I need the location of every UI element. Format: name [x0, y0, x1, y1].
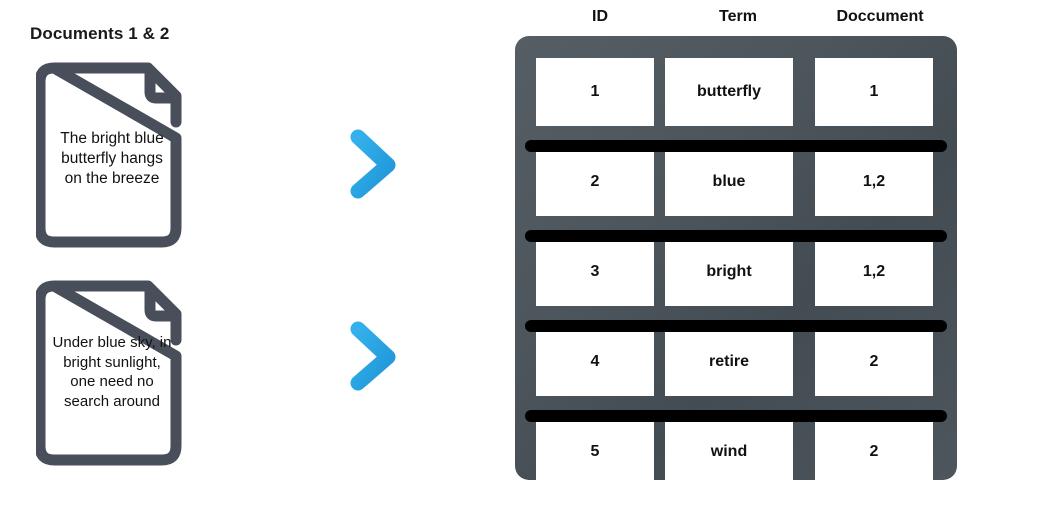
document-outline-icon	[36, 62, 182, 248]
cell-document-row-4: 2	[815, 328, 933, 396]
row-separator-3	[525, 320, 947, 332]
column-header-term: Term	[719, 8, 757, 25]
cell-id-row-2: 2	[536, 148, 654, 216]
document-card-1: The bright blue butterfly hangs on the b…	[36, 60, 188, 250]
cell-document-row-1: 1	[815, 58, 933, 126]
column-header-document: Doccument	[836, 8, 924, 25]
cell-document-row-3: 1,2	[815, 238, 933, 306]
arrow-right-icon-2	[300, 317, 408, 391]
cell-id-row-3: 3	[536, 238, 654, 306]
document-card-1-text: The bright blue butterfly hangs on the b…	[60, 129, 164, 188]
row-separator-4	[525, 410, 947, 422]
cell-term-row-3: bright	[665, 238, 793, 306]
cell-id-row-5: 5	[536, 418, 654, 480]
cell-term-row-2: blue	[665, 148, 793, 216]
cell-document-row-2: 1,2	[815, 148, 933, 216]
row-separator-1	[525, 140, 947, 152]
document-card-2-text: Under blue sky, in bright sunlight, one …	[52, 334, 172, 410]
document-outline-icon	[36, 280, 182, 466]
cell-term-row-4: retire	[665, 328, 793, 396]
cell-document-row-5: 2	[815, 418, 933, 480]
cell-id-row-4: 4	[536, 328, 654, 396]
document-card-2: Under blue sky, in bright sunlight, one …	[36, 278, 188, 468]
column-header-id: ID	[592, 8, 608, 25]
cell-term-row-5: wind	[665, 418, 793, 480]
table-header-row: ID Term Doccument	[515, 8, 957, 36]
documents-heading: Documents 1 & 2	[30, 24, 170, 43]
cell-term-row-1: butterfly	[665, 58, 793, 126]
arrow-right-icon-1	[300, 125, 408, 199]
cell-id-row-1: 1	[536, 58, 654, 126]
row-separator-2	[525, 230, 947, 242]
